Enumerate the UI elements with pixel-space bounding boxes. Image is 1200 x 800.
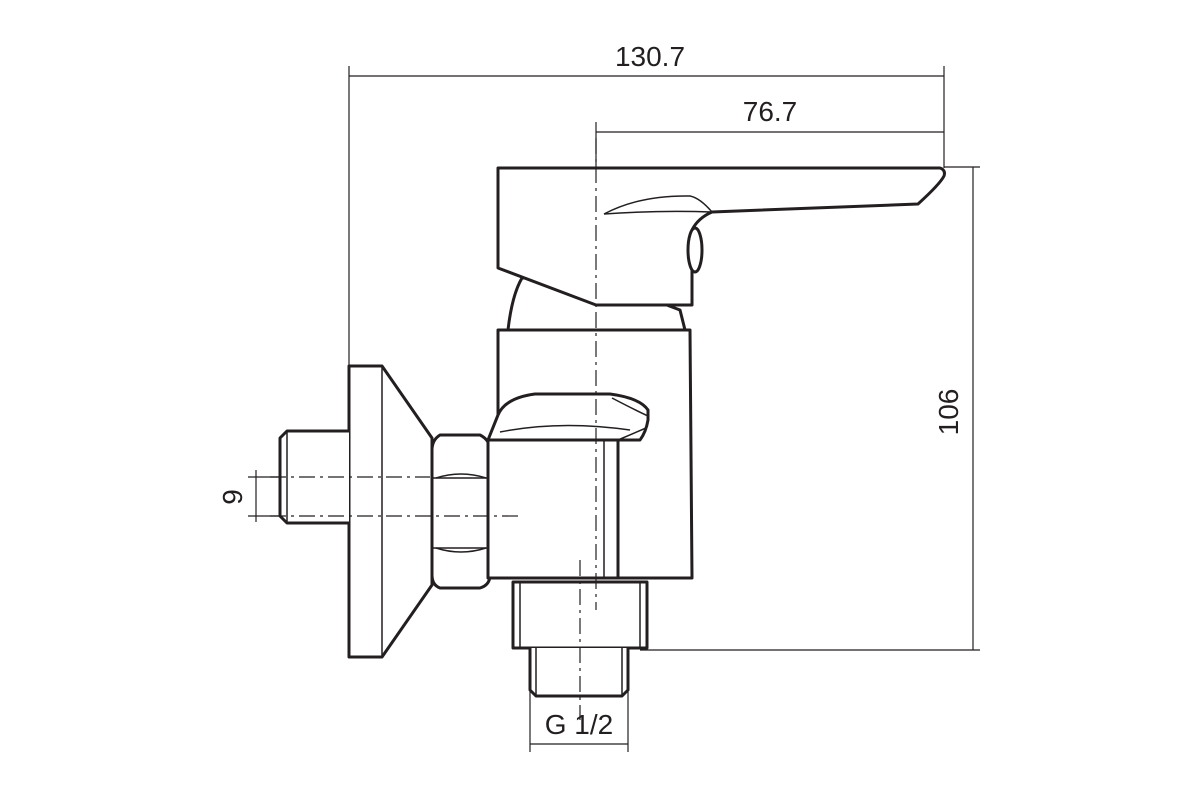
outlet-head-dome: [486, 392, 650, 442]
dimension-label-overall-width: 130.7: [615, 41, 685, 72]
dimension-label-height: 106: [933, 389, 964, 436]
hex-nut-curve-top: [435, 473, 487, 479]
outlet-block-bevel-top: [617, 427, 647, 441]
bottom-coupling: [511, 580, 649, 650]
dimension-height: 106: [640, 166, 980, 651]
coupling-outline: [511, 580, 649, 650]
dimension-label-thread: G 1/2: [545, 709, 613, 740]
bottom-threaded-outlet: [528, 648, 630, 698]
hex-nut-curve-bottom: [435, 547, 487, 553]
lever-handle: [496, 166, 946, 307]
dimension-label-offset: 9: [217, 489, 248, 505]
lever-cap-knob: [686, 226, 704, 274]
lever-grip-base: [603, 210, 713, 215]
outlet-head-ridge: [611, 397, 649, 417]
flange-plate: [347, 364, 434, 659]
outlet-thread-outline: [528, 648, 630, 698]
hex-nut-outline: [430, 433, 492, 590]
lever-grip-curve: [603, 195, 713, 215]
outlet-head-curve: [499, 424, 631, 433]
dimension-overall-width: 130.7: [348, 41, 945, 370]
hex-nut: [430, 433, 492, 590]
center-lines: [270, 138, 597, 720]
dimension-spout-width: 76.7: [595, 96, 944, 168]
outlet-head: [486, 392, 650, 580]
dimension-label-spout-width: 76.7: [743, 96, 798, 127]
dimension-thread: G 1/2: [529, 690, 629, 752]
lever-outline: [496, 166, 946, 307]
wall-flange: [347, 364, 434, 659]
outlet-block: [486, 438, 620, 580]
